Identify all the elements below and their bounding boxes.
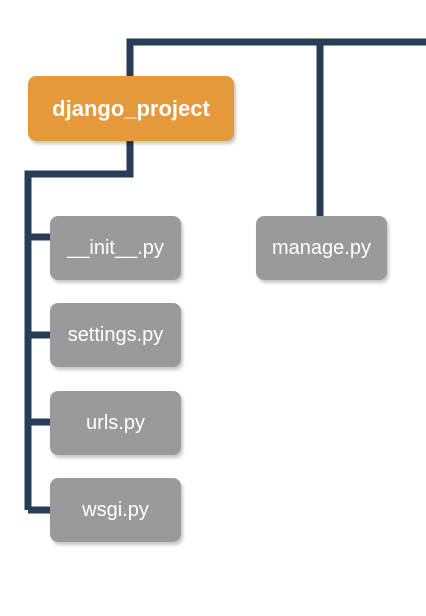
manage-py-node: manage.py	[256, 216, 387, 280]
settings-py-node: settings.py	[50, 303, 181, 367]
urls-py-node: urls.py	[50, 391, 181, 455]
init-py-node: __init__.py	[50, 216, 181, 280]
top-connector	[126, 38, 426, 76]
wsgi-py-node: wsgi.py	[50, 478, 181, 542]
django-project-node: django_project	[28, 76, 234, 141]
root-down-connector	[24, 141, 134, 510]
